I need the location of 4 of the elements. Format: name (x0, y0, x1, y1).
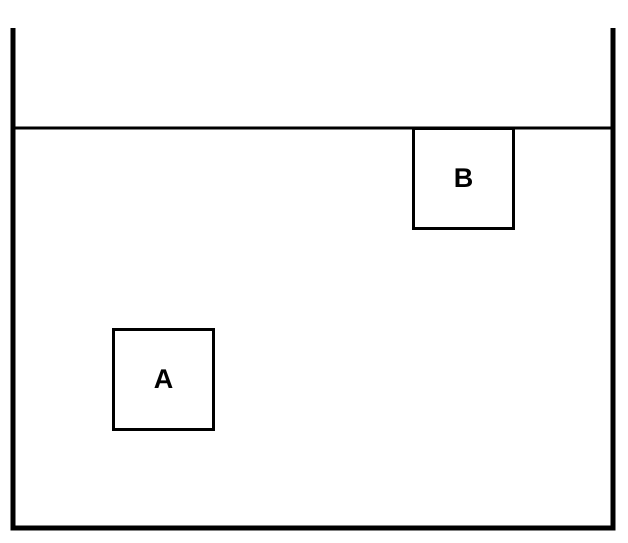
block-label: A (154, 364, 174, 395)
block-box (112, 328, 215, 431)
block-label: B (454, 163, 474, 194)
block-box (412, 127, 515, 230)
